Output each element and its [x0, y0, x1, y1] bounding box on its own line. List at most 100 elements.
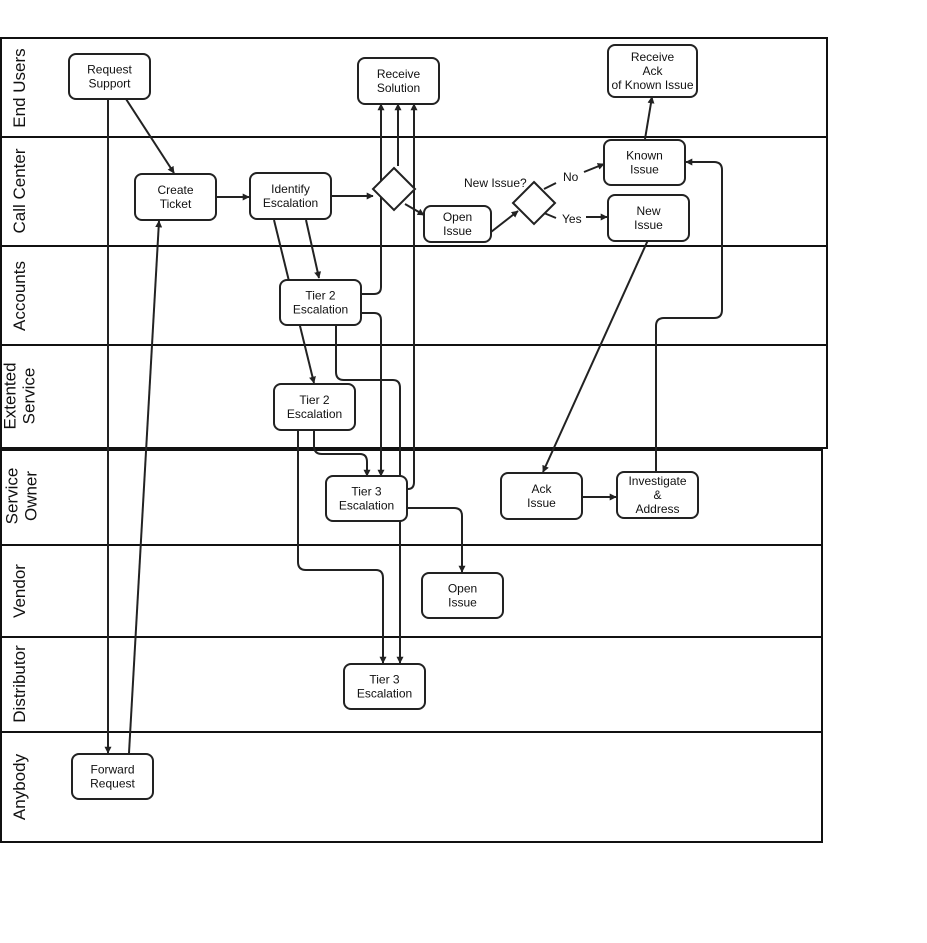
- text-line: Owner: [22, 471, 41, 521]
- text-line: Issue: [634, 218, 663, 232]
- text-line: Accounts: [10, 261, 29, 331]
- text-line: Tier 2: [305, 289, 336, 303]
- text-line: Issue: [630, 163, 659, 177]
- text-line: of Known Issue: [611, 78, 693, 92]
- text-line: Call Center: [10, 148, 29, 233]
- text-line: Ack: [531, 482, 552, 496]
- text-line: Investigate: [628, 474, 686, 488]
- lane-label-end-users: End Users: [10, 48, 29, 127]
- text-line: Forward: [90, 763, 134, 777]
- lane-label-service-owner: ServiceOwner: [3, 468, 41, 525]
- text-line: Request: [90, 777, 135, 791]
- text-line: Ticket: [160, 197, 192, 211]
- svg-text:Investigate&Address: Investigate&Address: [628, 474, 686, 516]
- edge-tier2-accounts-to-tier3-distributor: [335, 326, 404, 664]
- text-line: Extented: [1, 362, 20, 429]
- text-line: Service: [3, 468, 22, 525]
- lane-label-accounts: Accounts: [10, 261, 29, 331]
- edge-tier2-extended-to-tier3-service-owner: [313, 430, 371, 477]
- edge-no-arrow: [583, 163, 605, 173]
- text-line: Support: [88, 77, 131, 91]
- edge-tier2-accounts-to-tier3-service-owner: [361, 312, 385, 477]
- edge-gateway-yes-to-new-issue: [543, 212, 557, 219]
- edge-label-new-issue: New Issue?: [464, 176, 527, 190]
- text-line: Vendor: [10, 564, 29, 618]
- text-line: Escalation: [357, 687, 412, 701]
- edge-label-no: No: [563, 170, 579, 184]
- text-line: Escalation: [263, 196, 318, 210]
- text-line: Service: [20, 368, 39, 425]
- edge-request-to-create-ticket: [125, 98, 175, 174]
- text-line: Tier 3: [351, 485, 382, 499]
- text-line: Known: [626, 149, 663, 163]
- edge-gateway-no-to-known-issue: [543, 182, 557, 190]
- edge-label-yes: Yes: [562, 212, 582, 226]
- text-line: Tier 3: [369, 673, 400, 687]
- edge-tier2-extended-to-tier3-distributor: [297, 430, 387, 664]
- text-line: Issue: [443, 224, 472, 238]
- gateway-new-issue: [511, 180, 557, 226]
- text-line: Issue: [527, 496, 556, 510]
- text-line: Distributor: [10, 645, 29, 723]
- text-line: Escalation: [339, 499, 394, 513]
- edge-investigate-to-known-issue: [655, 158, 723, 471]
- text-line: Address: [635, 502, 679, 516]
- lane-label-distributor: Distributor: [10, 645, 29, 723]
- edge-tier2-accounts-to-receive-solution: [361, 103, 385, 295]
- gateway-escalation: [371, 166, 417, 212]
- text-line: Open: [443, 210, 472, 224]
- text-line: Issue: [448, 596, 477, 610]
- lane-label-anybody: Anybody: [10, 753, 29, 820]
- lane-label-call-center: Call Center: [10, 148, 29, 233]
- text-line: Request: [87, 63, 132, 77]
- text-line: Escalation: [287, 407, 342, 421]
- text-line: Identify: [271, 182, 310, 196]
- text-line: Tier 2: [299, 393, 330, 407]
- edge-open-issue-to-new-issue-gateway: [490, 210, 519, 233]
- lane-anybody: Anybody: [0, 731, 823, 843]
- lane-label-vendor: Vendor: [10, 564, 29, 618]
- node-investigate-address: Investigate&Address: [616, 471, 699, 519]
- edge-tier3-service-owner-to-receive-solution: [407, 103, 418, 490]
- lane-vendor: Vendor: [0, 544, 823, 638]
- edge-identify-to-tier2-accounts: [305, 219, 322, 279]
- lane-label-extended-service: ExtentedService: [1, 362, 39, 429]
- text-line: &: [653, 488, 661, 502]
- edge-new-issue-to-ack-issue: [542, 239, 649, 473]
- edge-forward-request-to-create-ticket: [128, 220, 163, 754]
- text-line: Receive: [377, 67, 421, 81]
- text-line: Ack: [642, 64, 663, 78]
- text-line: Receive: [631, 50, 675, 64]
- edge-tier3-service-owner-to-open-issue-vendor: [407, 507, 466, 573]
- text-line: End Users: [10, 48, 29, 127]
- text-line: Escalation: [293, 303, 348, 317]
- text-line: Create: [157, 183, 193, 197]
- text-line: Solution: [377, 81, 420, 95]
